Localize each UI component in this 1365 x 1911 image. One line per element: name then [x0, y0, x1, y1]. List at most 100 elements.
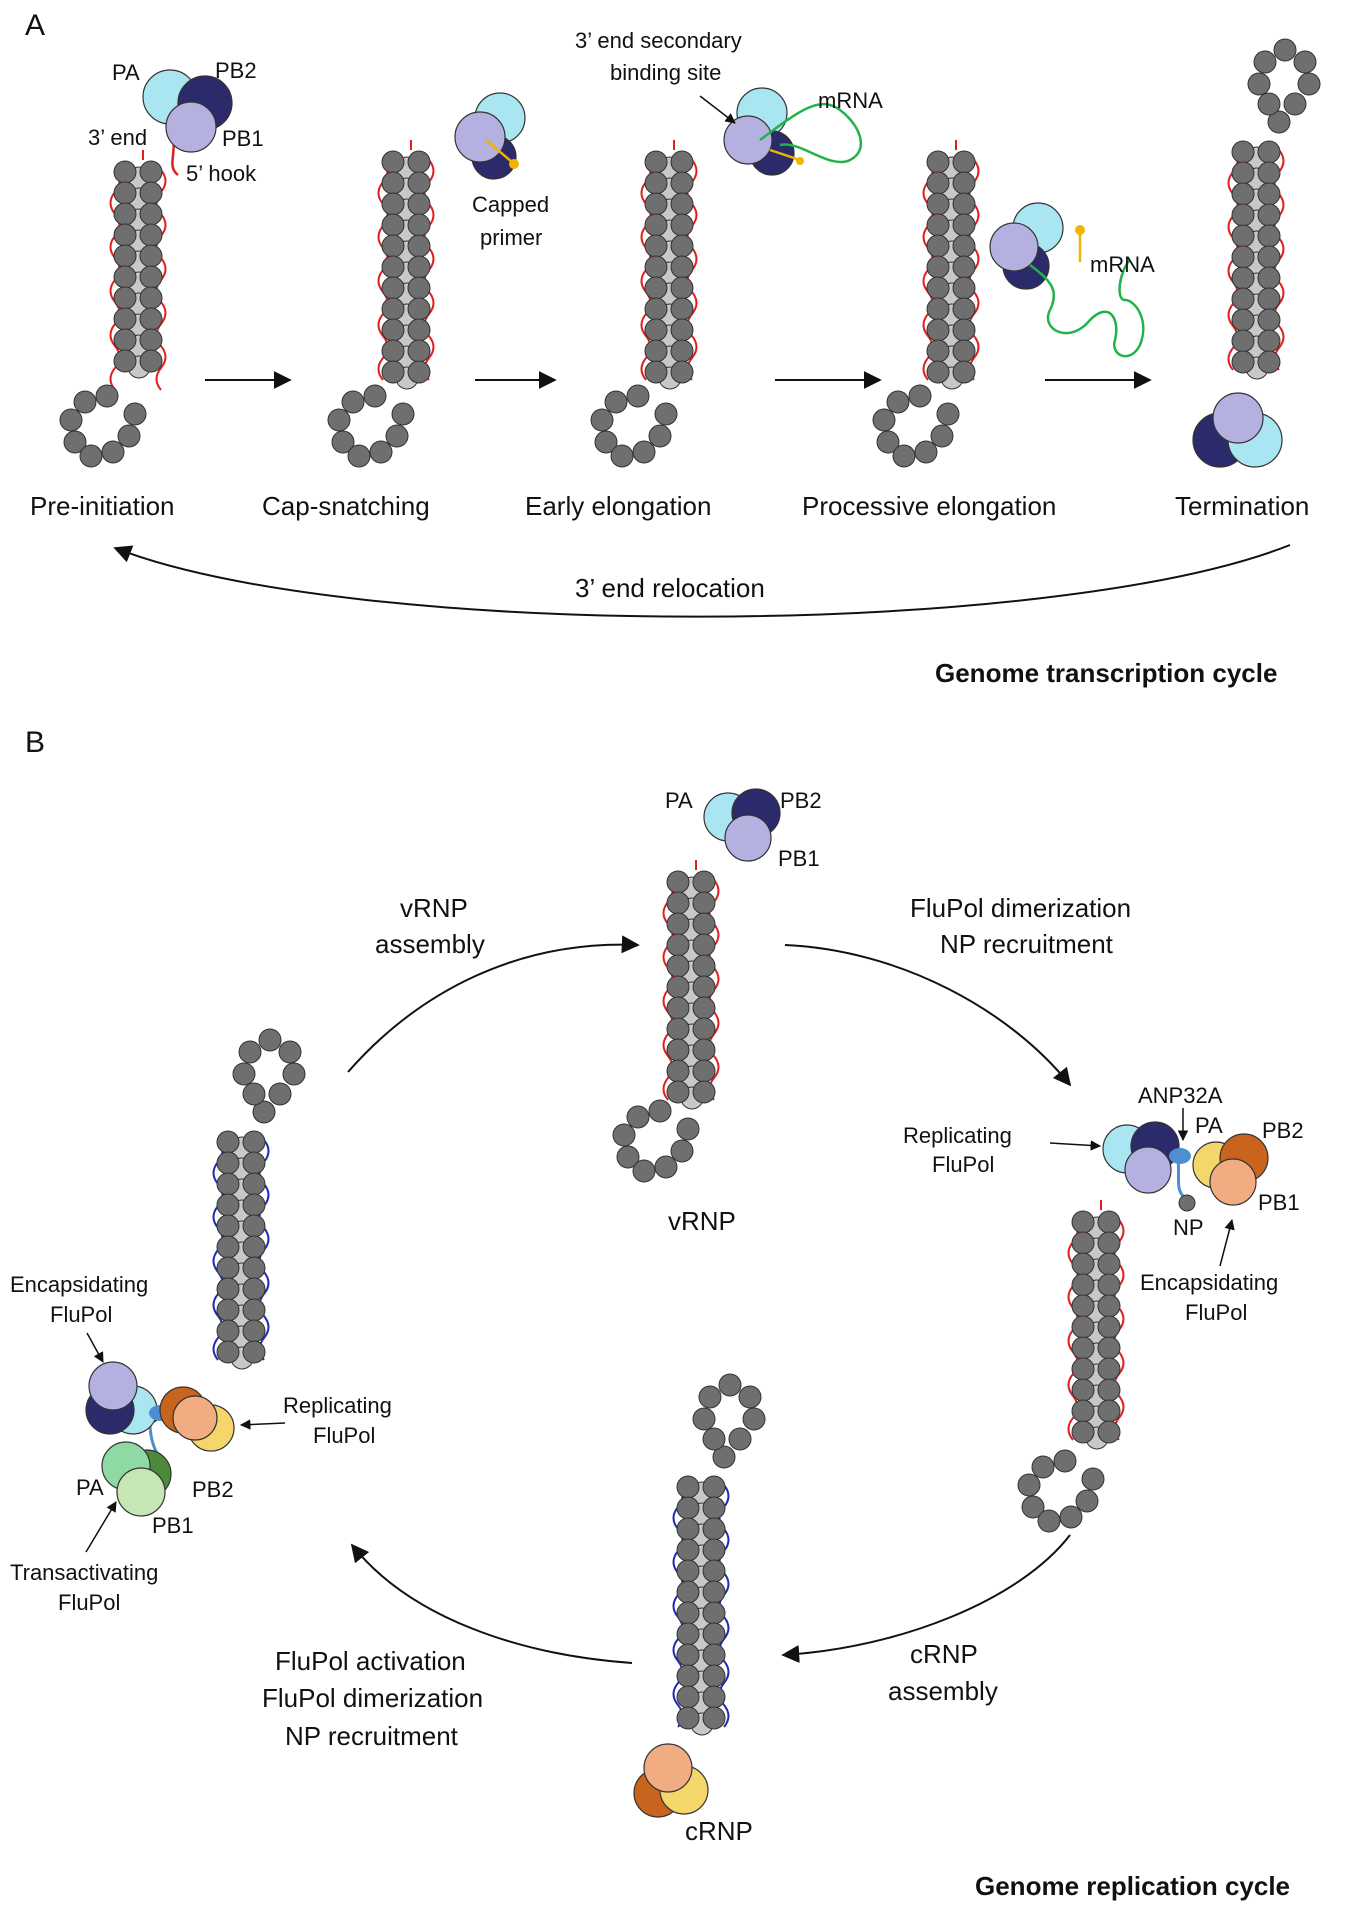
np-nucleoprotein [242, 1235, 266, 1259]
np-nucleoprotein [1257, 140, 1281, 164]
np-nucleoprotein [702, 1643, 726, 1667]
np-nucleoprotein [1231, 140, 1255, 164]
np-nucleoprotein [632, 1159, 656, 1183]
vrnp-label-pb2: PB2 [780, 788, 822, 813]
np-nucleoprotein [670, 276, 694, 300]
np-nucleoprotein [117, 424, 141, 448]
label-pa: PA [112, 60, 140, 85]
np-nucleoprotein [232, 1062, 256, 1086]
np-nucleoprotein [59, 408, 83, 432]
np-nucleoprotein [139, 223, 163, 247]
np-nucleoprotein [216, 1340, 240, 1364]
panel-a-letter: A [25, 9, 45, 42]
np-nucleoprotein [242, 1151, 266, 1175]
np-nucleoprotein [676, 1601, 700, 1625]
np-nucleoprotein [644, 150, 668, 174]
np-nucleoprotein [692, 1038, 716, 1062]
np-nucleoprotein [712, 1445, 736, 1469]
np-nucleoprotein [692, 870, 716, 894]
np-nucleoprotein [278, 1040, 302, 1064]
np-nucleoprotein [1257, 224, 1281, 248]
right-label-np: NP [1173, 1215, 1204, 1240]
np-nucleoprotein [610, 444, 634, 468]
np-nucleoprotein [676, 1559, 700, 1583]
np-nucleoprotein [676, 1475, 700, 1499]
np-nucleoprotein [692, 1059, 716, 1083]
np-nucleoprotein [670, 339, 694, 363]
np-nucleoprotein [381, 171, 405, 195]
np-nucleoprotein [670, 297, 694, 321]
np-nucleoprotein [648, 424, 672, 448]
np-nucleoprotein [1231, 224, 1255, 248]
left-label-replicating-flupol: FluPol [313, 1423, 375, 1448]
activation-line-1: FluPol activation [275, 1646, 466, 1676]
replicating-vrnp-structure [1017, 1200, 1125, 1533]
np-nucleoprotein [644, 234, 668, 258]
np-nucleoprotein [1097, 1399, 1121, 1423]
np-nucleoprotein [1097, 1231, 1121, 1255]
np-nucleoprotein [1071, 1231, 1095, 1255]
polymerase-processive-elongation [989, 202, 1145, 358]
np-nucleoprotein [258, 1028, 282, 1052]
np-nucleoprotein [1257, 161, 1281, 185]
np-nucleoprotein [702, 1622, 726, 1646]
np-nucleoprotein [139, 307, 163, 331]
np-nucleoprotein [926, 297, 950, 321]
np-nucleoprotein [666, 1017, 690, 1041]
np-nucleoprotein [113, 202, 137, 226]
np-nucleoprotein [1231, 287, 1255, 311]
arrow-crnp-assembly [781, 1534, 1071, 1664]
rnp-termination [1227, 38, 1321, 380]
np-nucleoprotein [331, 430, 355, 454]
np-nucleoprotein [216, 1235, 240, 1259]
np-nucleoprotein [702, 1475, 726, 1499]
np-nucleoprotein [876, 430, 900, 454]
np-nucleoprotein [101, 440, 125, 464]
np-nucleoprotein [670, 171, 694, 195]
np-nucleoprotein [666, 1059, 690, 1083]
np-nucleoprotein [1071, 1273, 1095, 1297]
np-nucleoprotein [728, 1427, 752, 1451]
np-nucleoprotein [692, 1407, 716, 1431]
np-nucleoprotein [676, 1117, 700, 1141]
np-nucleoprotein [1231, 329, 1255, 353]
np-nucleoprotein [1021, 1495, 1045, 1519]
polymerase-cap-snatching [454, 92, 526, 180]
np-nucleoprotein [676, 1706, 700, 1730]
np-nucleoprotein [347, 444, 371, 468]
np-nucleoprotein [1037, 1509, 1061, 1533]
np-nucleoprotein [407, 276, 431, 300]
transcription-cycle-title: Genome transcription cycle [935, 658, 1277, 688]
np-nucleoprotein [242, 1319, 266, 1343]
crnp-assembly-line-1: cRNP [910, 1639, 978, 1669]
np-nucleoprotein [1071, 1399, 1095, 1423]
np-nucleoprotein [1071, 1357, 1095, 1381]
np-nucleoprotein [670, 192, 694, 216]
np-nucleoprotein [616, 1145, 640, 1169]
left-label-pb2: PB2 [192, 1477, 234, 1502]
right-polymerase-dimer [1102, 1121, 1269, 1212]
left-label-pa: PA [76, 1475, 104, 1500]
np-nucleoprotein [676, 1496, 700, 1520]
np-nucleoprotein [1071, 1210, 1095, 1234]
np-nucleoprotein [670, 1139, 694, 1163]
np-nucleoprotein [407, 234, 431, 258]
np-nucleoprotein [363, 384, 387, 408]
activation-line-2: FluPol dimerization [262, 1683, 483, 1713]
np-nucleoprotein [666, 975, 690, 999]
np-nucleoprotein [926, 360, 950, 384]
np-nucleoprotein [252, 1100, 276, 1124]
np-nucleoprotein [644, 192, 668, 216]
np-nucleoprotein [216, 1256, 240, 1280]
stage-label-2: Cap-snatching [262, 491, 430, 521]
np-nucleoprotein [930, 424, 954, 448]
left-label-encapsidating: Encapsidating [10, 1272, 148, 1297]
np-nucleoprotein [1231, 182, 1255, 206]
np-nucleoprotein [238, 1040, 262, 1064]
np-nucleoprotein [407, 171, 431, 195]
label-pb2: PB2 [215, 58, 257, 83]
right-label-anp32a: ANP32A [1138, 1083, 1223, 1108]
np-nucleoprotein [1071, 1378, 1095, 1402]
np-nucleoprotein [139, 349, 163, 373]
np-nucleoprotein [702, 1685, 726, 1709]
